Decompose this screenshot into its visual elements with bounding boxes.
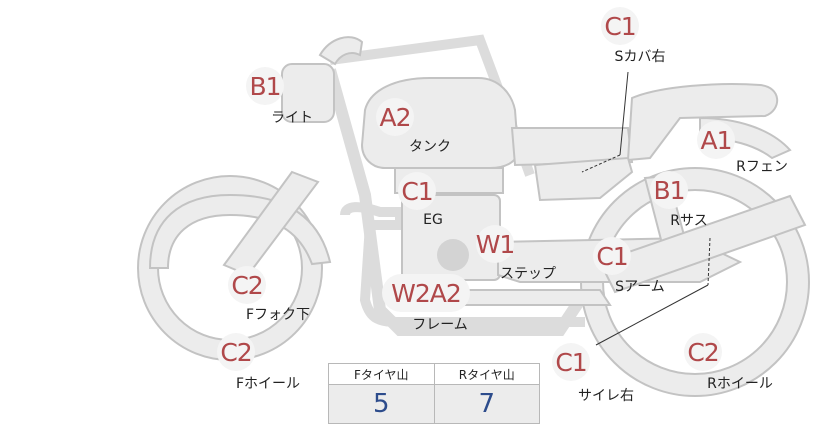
side-cover — [533, 156, 634, 202]
front-tread-value: 5 — [328, 384, 435, 424]
part-label-r-sus: Rサス — [670, 213, 708, 229]
part-code-step: W1 — [476, 225, 515, 263]
tire-tread-table: Fタイヤ山 Rタイヤ山 5 7 — [328, 363, 540, 424]
part-label-s-arm: Sアーム — [615, 279, 665, 295]
tire-tread-value-row: 5 7 — [328, 384, 540, 424]
leader-line-s-cover — [619, 71, 629, 156]
rear-tread-header: Rタイヤ山 — [433, 363, 540, 385]
leader-line-s-cover-base — [581, 154, 621, 173]
engine-case — [437, 239, 469, 271]
part-code-frame: W2A2 — [382, 274, 470, 312]
part-label-step: ステップ — [500, 266, 556, 282]
part-code-s-cover-r: C1 — [601, 7, 639, 45]
part-code-f-fork: C2 — [228, 266, 266, 304]
part-code-r-wheel: C2 — [684, 333, 722, 371]
part-label-f-fork: Fフォク下 — [245, 307, 311, 323]
part-label-tank: タンク — [409, 139, 451, 155]
part-code-r-sus: B1 — [650, 171, 688, 209]
tire-tread-header-row: Fタイヤ山 Rタイヤ山 — [328, 363, 540, 385]
frame-lower-loop — [340, 202, 585, 327]
part-code-r-fender: A1 — [697, 121, 735, 159]
part-code-f-wheel: C2 — [217, 333, 255, 371]
muffler — [598, 194, 807, 294]
part-code-muffler: C1 — [552, 343, 590, 381]
part-label-r-wheel: Rホイール — [707, 376, 773, 392]
seat — [510, 127, 634, 167]
front-tread-header: Fタイヤ山 — [328, 363, 435, 385]
part-label-light: ライト — [271, 110, 313, 126]
leader-line-muffler-diag — [595, 284, 709, 346]
part-label-muffler: サイレ右 — [578, 388, 634, 404]
part-label-f-wheel: Fホイール — [235, 376, 301, 392]
part-code-light: B1 — [246, 67, 284, 105]
rear-tread-value: 7 — [433, 384, 540, 424]
part-label-r-fender: Rフェン — [736, 159, 788, 175]
rear-seat-cowl — [626, 83, 779, 162]
part-code-tank: A2 — [376, 98, 414, 136]
part-label-engine: EG — [423, 212, 443, 228]
handlebar — [318, 36, 364, 66]
part-label-frame: フレーム — [412, 317, 468, 333]
part-code-engine: C1 — [398, 172, 436, 210]
part-code-s-arm: C1 — [593, 237, 631, 275]
leader-line-muffler — [707, 237, 711, 286]
part-label-s-cover-r: Sカバ右 — [614, 49, 666, 65]
